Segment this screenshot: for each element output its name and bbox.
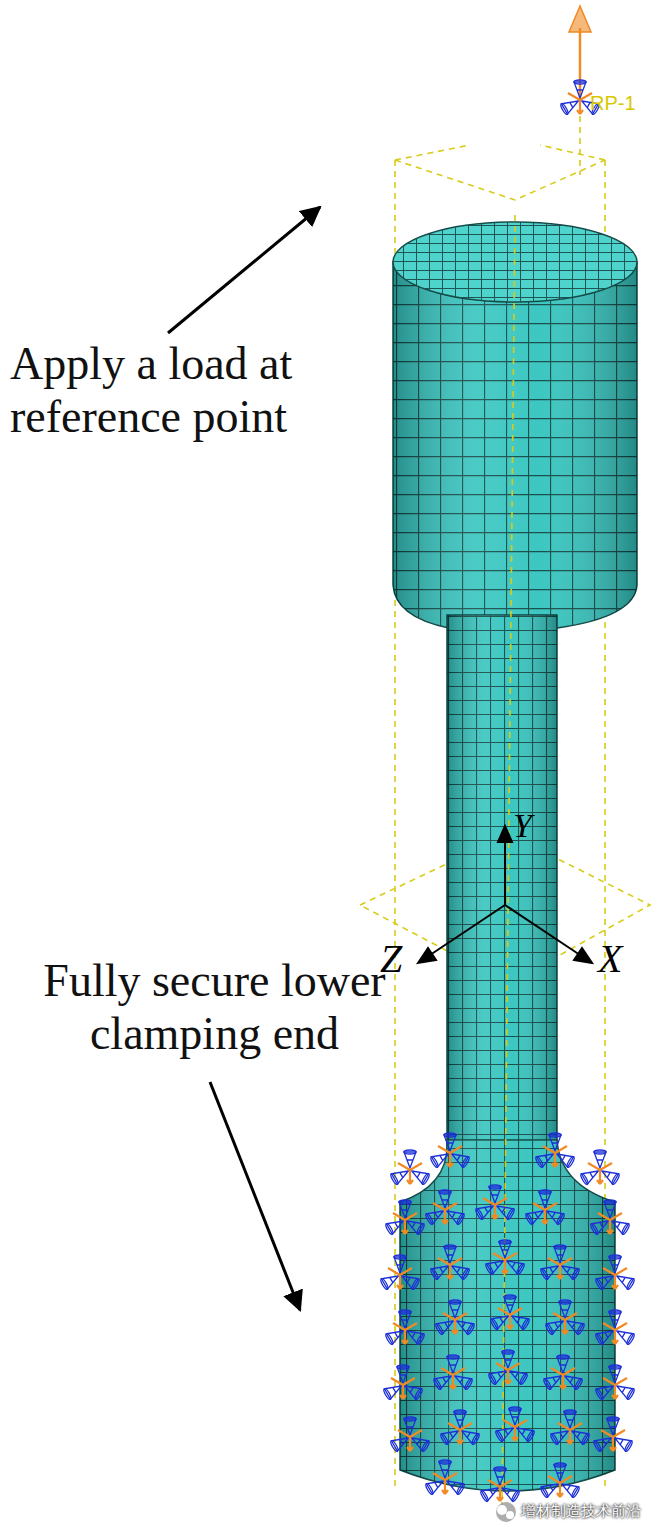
- axis-label: X: [598, 936, 622, 982]
- axis-label: Z: [380, 936, 402, 982]
- reference-point-label: RP-1: [590, 92, 636, 115]
- watermark-icon: [496, 1502, 516, 1522]
- annotation-text: Apply a load at reference point: [10, 338, 355, 444]
- gauge-section: [447, 615, 557, 1155]
- lower-clamping-end: [400, 1140, 615, 1491]
- fixed-boundary-symbols: [380, 1133, 636, 1502]
- watermark: 增材制造技术前沿: [521, 1502, 641, 1519]
- annotation-text: Fully secure lower clamping end: [2, 955, 427, 1061]
- coordinate-axes: [418, 826, 592, 963]
- axis-label: Y: [513, 806, 532, 845]
